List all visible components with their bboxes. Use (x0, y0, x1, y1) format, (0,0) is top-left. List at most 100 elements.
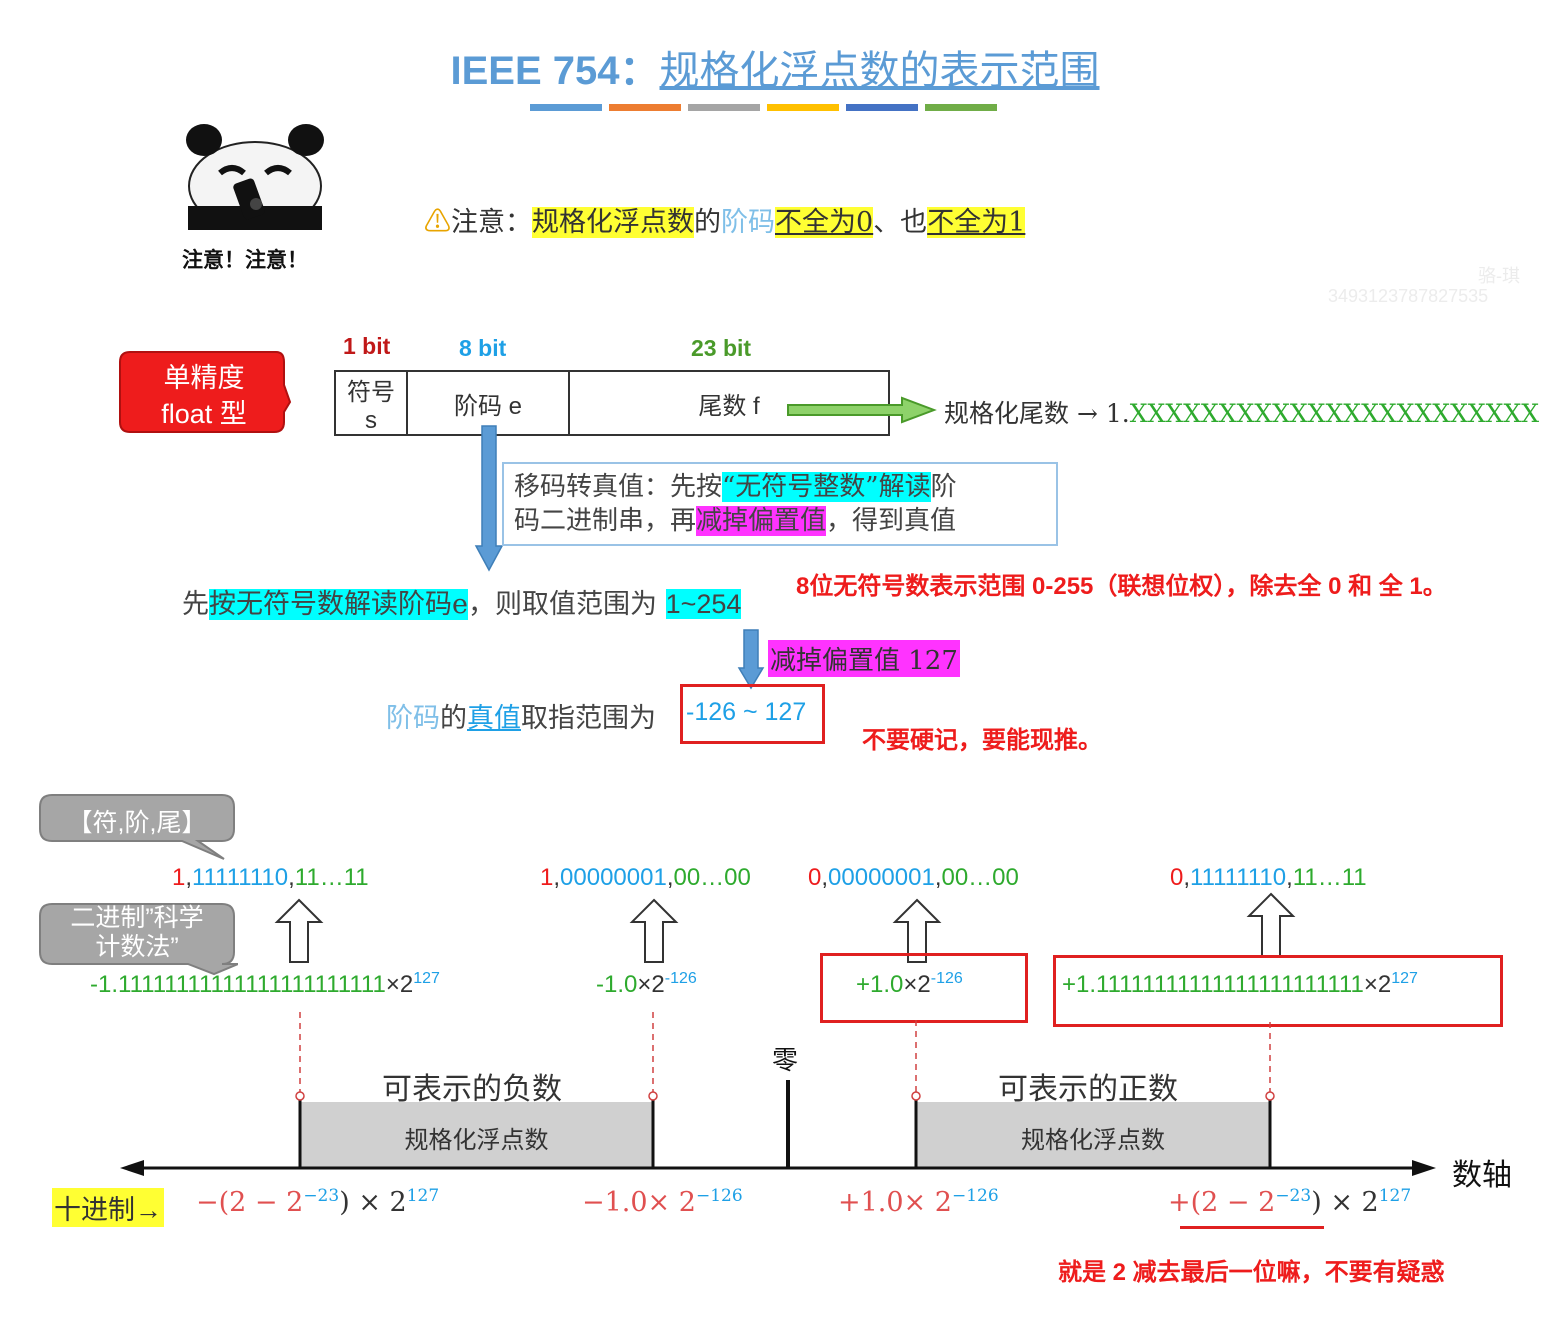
bin-1-sign: 1 (172, 864, 186, 891)
dec-3-a: +1.0× 2 (838, 1187, 952, 1218)
sci-4: +1.11111111111111111111111×2127 (1062, 970, 1418, 999)
field-sign: 符号 s (334, 370, 408, 436)
dec-4-underline (1180, 1226, 1324, 1229)
color-bar-4 (767, 104, 839, 111)
sci-3-power: -126 (930, 970, 963, 987)
bubble-sci-shape (39, 903, 238, 976)
sci-1-power: 127 (413, 970, 440, 987)
bin-4-exp: 11111110 (1190, 864, 1287, 891)
watermark-name: 骆-琪 (1478, 266, 1520, 286)
sci-1-mantissa: -1.11111111111111111111111 (90, 971, 386, 998)
notice-not-all-zero: 不全为0 (775, 207, 874, 238)
decimal-tag: 十进制→ (52, 1188, 164, 1227)
sci-3: +1.0×2-126 (856, 970, 963, 999)
mantissa-xs: XXXXXXXXXXXXXXXXXXXXXXX (1129, 399, 1540, 428)
color-bar-2 (609, 104, 681, 111)
page-title: IEEE 754：规格化浮点数的表示范围 (0, 38, 1550, 96)
note-red-range: 8位无符号数表示范围 0-255（联想位权），除去全 0 和 全 1。 (796, 573, 1447, 600)
notice-not-all-one: 不全为1 (927, 207, 1026, 238)
bin-2-exp: 00000001 (560, 864, 667, 891)
note-red-derive: 不要硬记，要能现推。 (862, 727, 1102, 754)
axis-label: 数轴 (1452, 1159, 1512, 1192)
bin-4: 0,11111110,11…11 (1170, 864, 1367, 891)
dec-4-a: +(2 − 2 (1168, 1187, 1276, 1218)
notice-also: 、也 (873, 207, 928, 238)
up-arrow-icon-1 (274, 898, 324, 963)
dec-3: +1.0× 2−126 (838, 1186, 999, 1218)
bubble-fields-text: 【符,阶,尾】 (67, 809, 207, 837)
sci-3-mantissa: +1.0 (856, 971, 904, 998)
color-bar-3 (688, 104, 760, 111)
watermark-id: 3493123787827535 (1328, 286, 1489, 306)
dec-4: +(2 − 2−23) × 2127 (1168, 1186, 1411, 1218)
up-arrow-icon-2 (629, 898, 679, 963)
dec-2-a: −1.0× 2 (582, 1187, 696, 1218)
mantissa-line: 规格化尾数 → 1.XXXXXXXXXXXXXXXXXXXXXXX (944, 394, 1539, 430)
bubble-sci-l2: 计数法” (95, 933, 179, 961)
green-arrow-icon (787, 396, 937, 424)
title-prefix: IEEE 754： (450, 49, 660, 93)
sci-4-times: ×2 (1363, 971, 1392, 998)
color-bar-5 (846, 104, 918, 111)
title-main: 规格化浮点数的表示范围 (659, 48, 1100, 94)
sci-1-times: ×2 (385, 971, 414, 998)
zero-label: 零 (772, 1045, 799, 1075)
true-range-b: 的 (440, 703, 467, 734)
bits-sign: 1 bit (343, 333, 391, 359)
up-arrow-icon-4 (1246, 892, 1296, 957)
dec-4-c: ) × 2 (1311, 1187, 1379, 1218)
up-arrow-icon-3 (892, 898, 942, 963)
negative-range-fill (300, 1102, 653, 1168)
float-label-line2: float 型 (161, 399, 247, 429)
bin-3: 0,00000001,00…00 (808, 864, 1019, 891)
convert-l2a: 码二进制串，再 (514, 506, 697, 536)
true-range-value: -126 ~ 127 (686, 698, 807, 726)
notice-prefix: 注意： (451, 207, 532, 238)
positive-min-highlight-box (820, 953, 1028, 1023)
unsigned-a: 先 (182, 589, 209, 620)
sci-2-power: -126 (664, 970, 697, 987)
bin-4-frac: 11…11 (1292, 864, 1367, 891)
bin-2-sign: 1 (540, 864, 554, 891)
unsigned-c: ，则取值范围为 (467, 589, 666, 620)
dec-2-b: −126 (695, 1186, 743, 1206)
field-sign-symbol: s (365, 406, 377, 434)
dec-2: −1.0× 2−126 (582, 1186, 743, 1218)
positive-max-highlight-box (1053, 955, 1503, 1027)
convert-l1c: 阶 (930, 472, 957, 502)
float-label-callout (119, 351, 292, 433)
sci-1: -1.11111111111111111111111×2127 (90, 970, 440, 999)
unsigned-b: 按无符号数解读阶码e (209, 589, 468, 620)
bubble-fields-shape (39, 794, 235, 860)
bin-4-sign: 0 (1170, 864, 1184, 891)
bin-1-frac: 11…11 (294, 864, 369, 891)
bin-1-exp: 11111110 (192, 864, 289, 891)
true-range-line: 阶码的真值取指范围为 (386, 696, 656, 735)
unsigned-range-line: 先按无符号数解读阶码e，则取值范围为 1~254 (182, 582, 742, 621)
panda-caption: 注意！注意！ (182, 249, 308, 272)
sci-2: -1.0×2-126 (596, 970, 697, 999)
sci-4-mantissa: +1.11111111111111111111111 (1062, 971, 1364, 998)
notice-of: 的 (694, 207, 721, 238)
unsigned-d: 1~254 (665, 589, 742, 619)
bin-3-exp: 00000001 (828, 864, 935, 891)
field-fraction: 尾数 f (568, 370, 890, 436)
field-sign-label: 符号 (347, 378, 395, 406)
blue-down-arrow-small-icon (737, 629, 765, 690)
bin-3-frac: 00…00 (941, 864, 1019, 891)
dec-1-c: ) × 2 (339, 1187, 407, 1218)
positive-label: 可表示的正数 (998, 1073, 1178, 1106)
bubble-sci-text: 二进制”科学 计数法” (40, 904, 234, 962)
dec-4-b: −23 (1275, 1186, 1312, 1206)
dec-1: −(2 − 2−23) × 2127 (196, 1186, 439, 1218)
bits-fraction: 23 bit (691, 335, 752, 361)
dec-1-a: −(2 − 2 (196, 1187, 304, 1218)
blue-down-arrow-icon (474, 425, 504, 572)
true-range-a: 阶码 (386, 703, 440, 734)
dec-4-d: 127 (1378, 1186, 1412, 1206)
dec-1-d: 127 (406, 1186, 440, 1206)
convert-l1a: 移码转真值：先按 (514, 472, 723, 502)
notice-normalized: 规格化浮点数 (532, 207, 694, 238)
negative-label: 可表示的负数 (382, 1073, 562, 1106)
positive-range-fill (916, 1102, 1270, 1168)
